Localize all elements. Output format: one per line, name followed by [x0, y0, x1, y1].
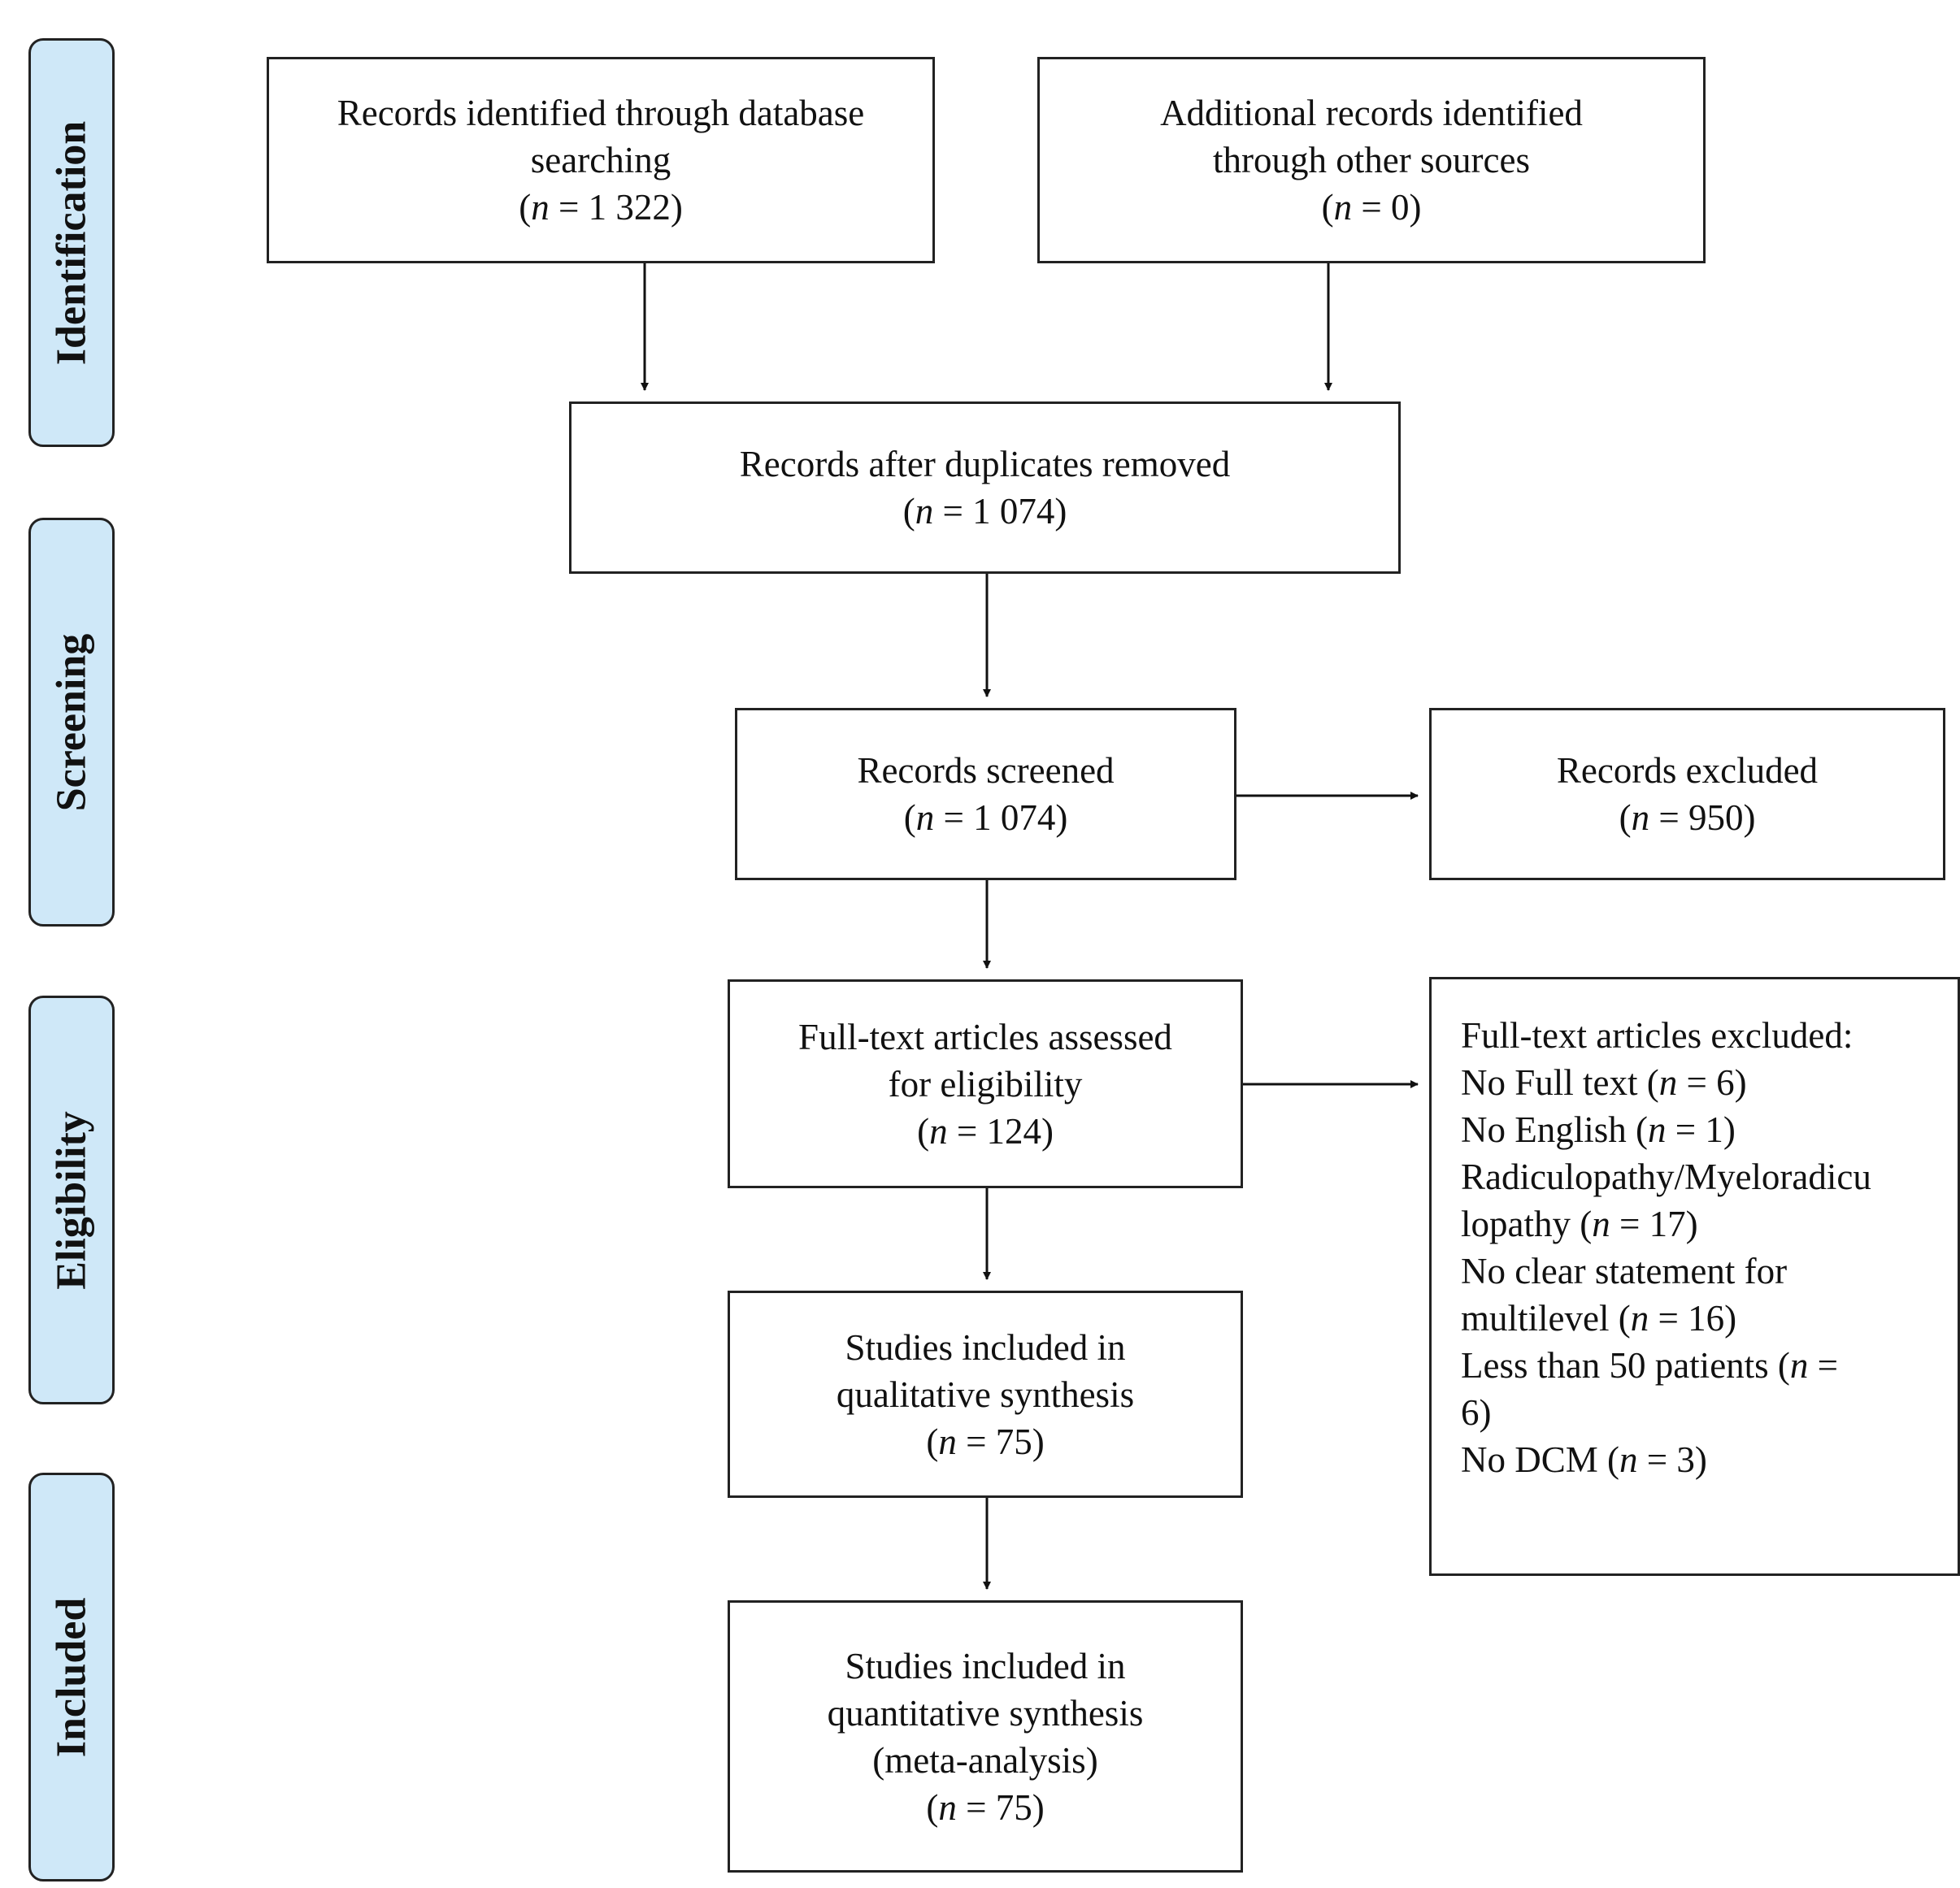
exclusion-reason-patients-line2: 6) [1461, 1392, 1492, 1433]
box-qualitative-count: (n = 75) [926, 1421, 1045, 1462]
box-database-records: Records identified through database sear… [267, 57, 935, 263]
box-other-line1: Additional records identified [1160, 93, 1583, 133]
exclusion-reason-radiculopathy-line1: Radiculopathy/Myeloradicu [1461, 1157, 1871, 1197]
box-database-line1: Records identified through database [337, 93, 865, 133]
box-other-sources: Additional records identified through ot… [1037, 57, 1706, 263]
box-quantitative-count: (n = 75) [926, 1786, 1045, 1828]
box-quantitative-line2: quantitative synthesis [827, 1692, 1144, 1734]
exclusion-reason-no-english: No English (n = 1) [1461, 1109, 1736, 1150]
box-qualitative-line1: Studies included in [845, 1326, 1126, 1368]
exclusion-reason-patients-line1: Less than 50 patients (n = [1461, 1345, 1839, 1386]
exclusion-reason-multilevel-line1: No clear statement for [1461, 1251, 1788, 1291]
box-duplicates-count: (n = 1 074) [902, 491, 1067, 532]
exclusion-reason-radiculopathy-line2: lopathy (n = 17) [1461, 1204, 1698, 1244]
box-quantitative-synthesis: Studies included in quantitative synthes… [728, 1600, 1243, 1873]
box-other-count: (n = 0) [1321, 187, 1422, 228]
box-screened-line1: Records screened [857, 750, 1115, 791]
phase-screening: Screening [28, 518, 115, 927]
exclusion-reason-no-full-text: No Full text (n = 6) [1461, 1062, 1747, 1103]
fulltext-excluded-heading: Full-text articles excluded: [1461, 1015, 1854, 1056]
box-records-screened: Records screened (n = 1 074) [735, 708, 1236, 880]
box-quantitative-line1: Studies included in [845, 1645, 1126, 1686]
exclusion-reason-no-dcm: No DCM (n = 3) [1461, 1439, 1707, 1480]
box-quantitative-line3: (meta-analysis) [872, 1739, 1098, 1781]
box-excluded-count: (n = 950) [1619, 797, 1756, 838]
box-other-line2: through other sources [1213, 140, 1530, 180]
exclusion-reason-multilevel-line2: multilevel (n = 16) [1461, 1298, 1737, 1339]
phase-identification: Identification [28, 38, 115, 447]
box-duplicates-removed: Records after duplicates removed (n = 1 … [569, 401, 1401, 574]
box-qualitative-line2: qualitative synthesis [836, 1374, 1135, 1415]
box-fulltext-assessed: Full-text articles assessed for eligibil… [728, 979, 1243, 1188]
box-screened-count: (n = 1 074) [903, 797, 1068, 838]
box-fulltext-excluded: Full-text articles excluded: No Full tex… [1429, 977, 1960, 1576]
phase-included: Included [28, 1473, 115, 1881]
box-qualitative-synthesis: Studies included in qualitative synthesi… [728, 1291, 1243, 1498]
box-records-excluded: Records excluded (n = 950) [1429, 708, 1945, 880]
phase-eligibility: Eligibility [28, 996, 115, 1404]
box-database-count: (n = 1 322) [519, 187, 683, 228]
box-fulltext-line2: for eligibility [888, 1063, 1083, 1105]
box-duplicates-line1: Records after duplicates removed [739, 444, 1231, 484]
box-excluded-line1: Records excluded [1556, 750, 1819, 791]
box-fulltext-line1: Full-text articles assessed [798, 1016, 1172, 1057]
box-fulltext-count: (n = 124) [917, 1110, 1054, 1152]
box-database-line2: searching [530, 140, 671, 180]
